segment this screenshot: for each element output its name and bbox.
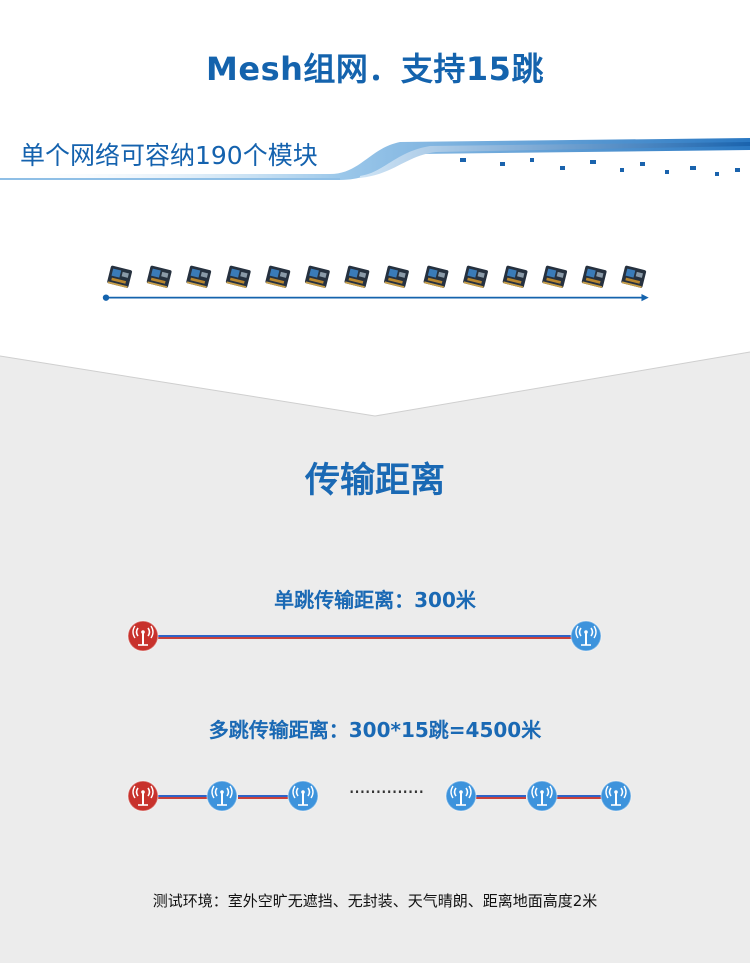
multi-hop-link	[238, 795, 288, 799]
module-board-icon	[463, 265, 488, 288]
module-board-icon	[146, 265, 172, 288]
module-board-icon	[344, 265, 370, 288]
module-board-icon	[621, 265, 647, 288]
module-board-icon	[186, 265, 212, 288]
node-red-icon	[127, 620, 159, 652]
page-title: Mesh组网．支持15跳	[206, 50, 544, 88]
test-environment-note: 测试环境：室外空旷无遮挡、无封装、天气晴朗、距离地面高度2米	[152, 892, 598, 910]
single-hop-label: 单跳传输距离：300米	[274, 588, 476, 612]
chain-arrow-icon	[641, 294, 649, 302]
node-blue-icon	[600, 780, 632, 812]
module-board-icon	[581, 265, 607, 288]
module-board-icon	[225, 265, 251, 288]
node-blue-icon	[287, 780, 319, 812]
subtitle-banner	[0, 138, 750, 180]
module-board-icon	[423, 265, 449, 288]
node-blue-icon	[445, 780, 477, 812]
subtitle: 单个网络可容纳190个模块	[20, 141, 318, 170]
node-red-icon	[127, 780, 159, 812]
multi-hop-link	[158, 795, 208, 799]
node-blue-icon	[570, 620, 602, 652]
node-blue-icon	[206, 780, 238, 812]
module-board-icon	[265, 265, 291, 288]
module-board-icon	[384, 265, 409, 288]
module-board-icon	[542, 265, 568, 288]
section-title: 传输距离	[304, 461, 445, 501]
module-board-icon	[502, 265, 528, 288]
multi-hop-label: 多跳传输距离：300*15跳=4500米	[208, 718, 542, 742]
node-blue-icon	[526, 780, 558, 812]
module-board-icon	[304, 265, 330, 288]
chain-start-dot	[102, 294, 110, 301]
multi-hop-link	[476, 795, 526, 799]
module-row	[102, 265, 649, 302]
module-board-icon	[107, 265, 133, 288]
single-hop-link	[158, 635, 572, 639]
multi-hop-ellipsis: ··············	[348, 780, 424, 804]
multi-hop-link	[556, 795, 606, 799]
